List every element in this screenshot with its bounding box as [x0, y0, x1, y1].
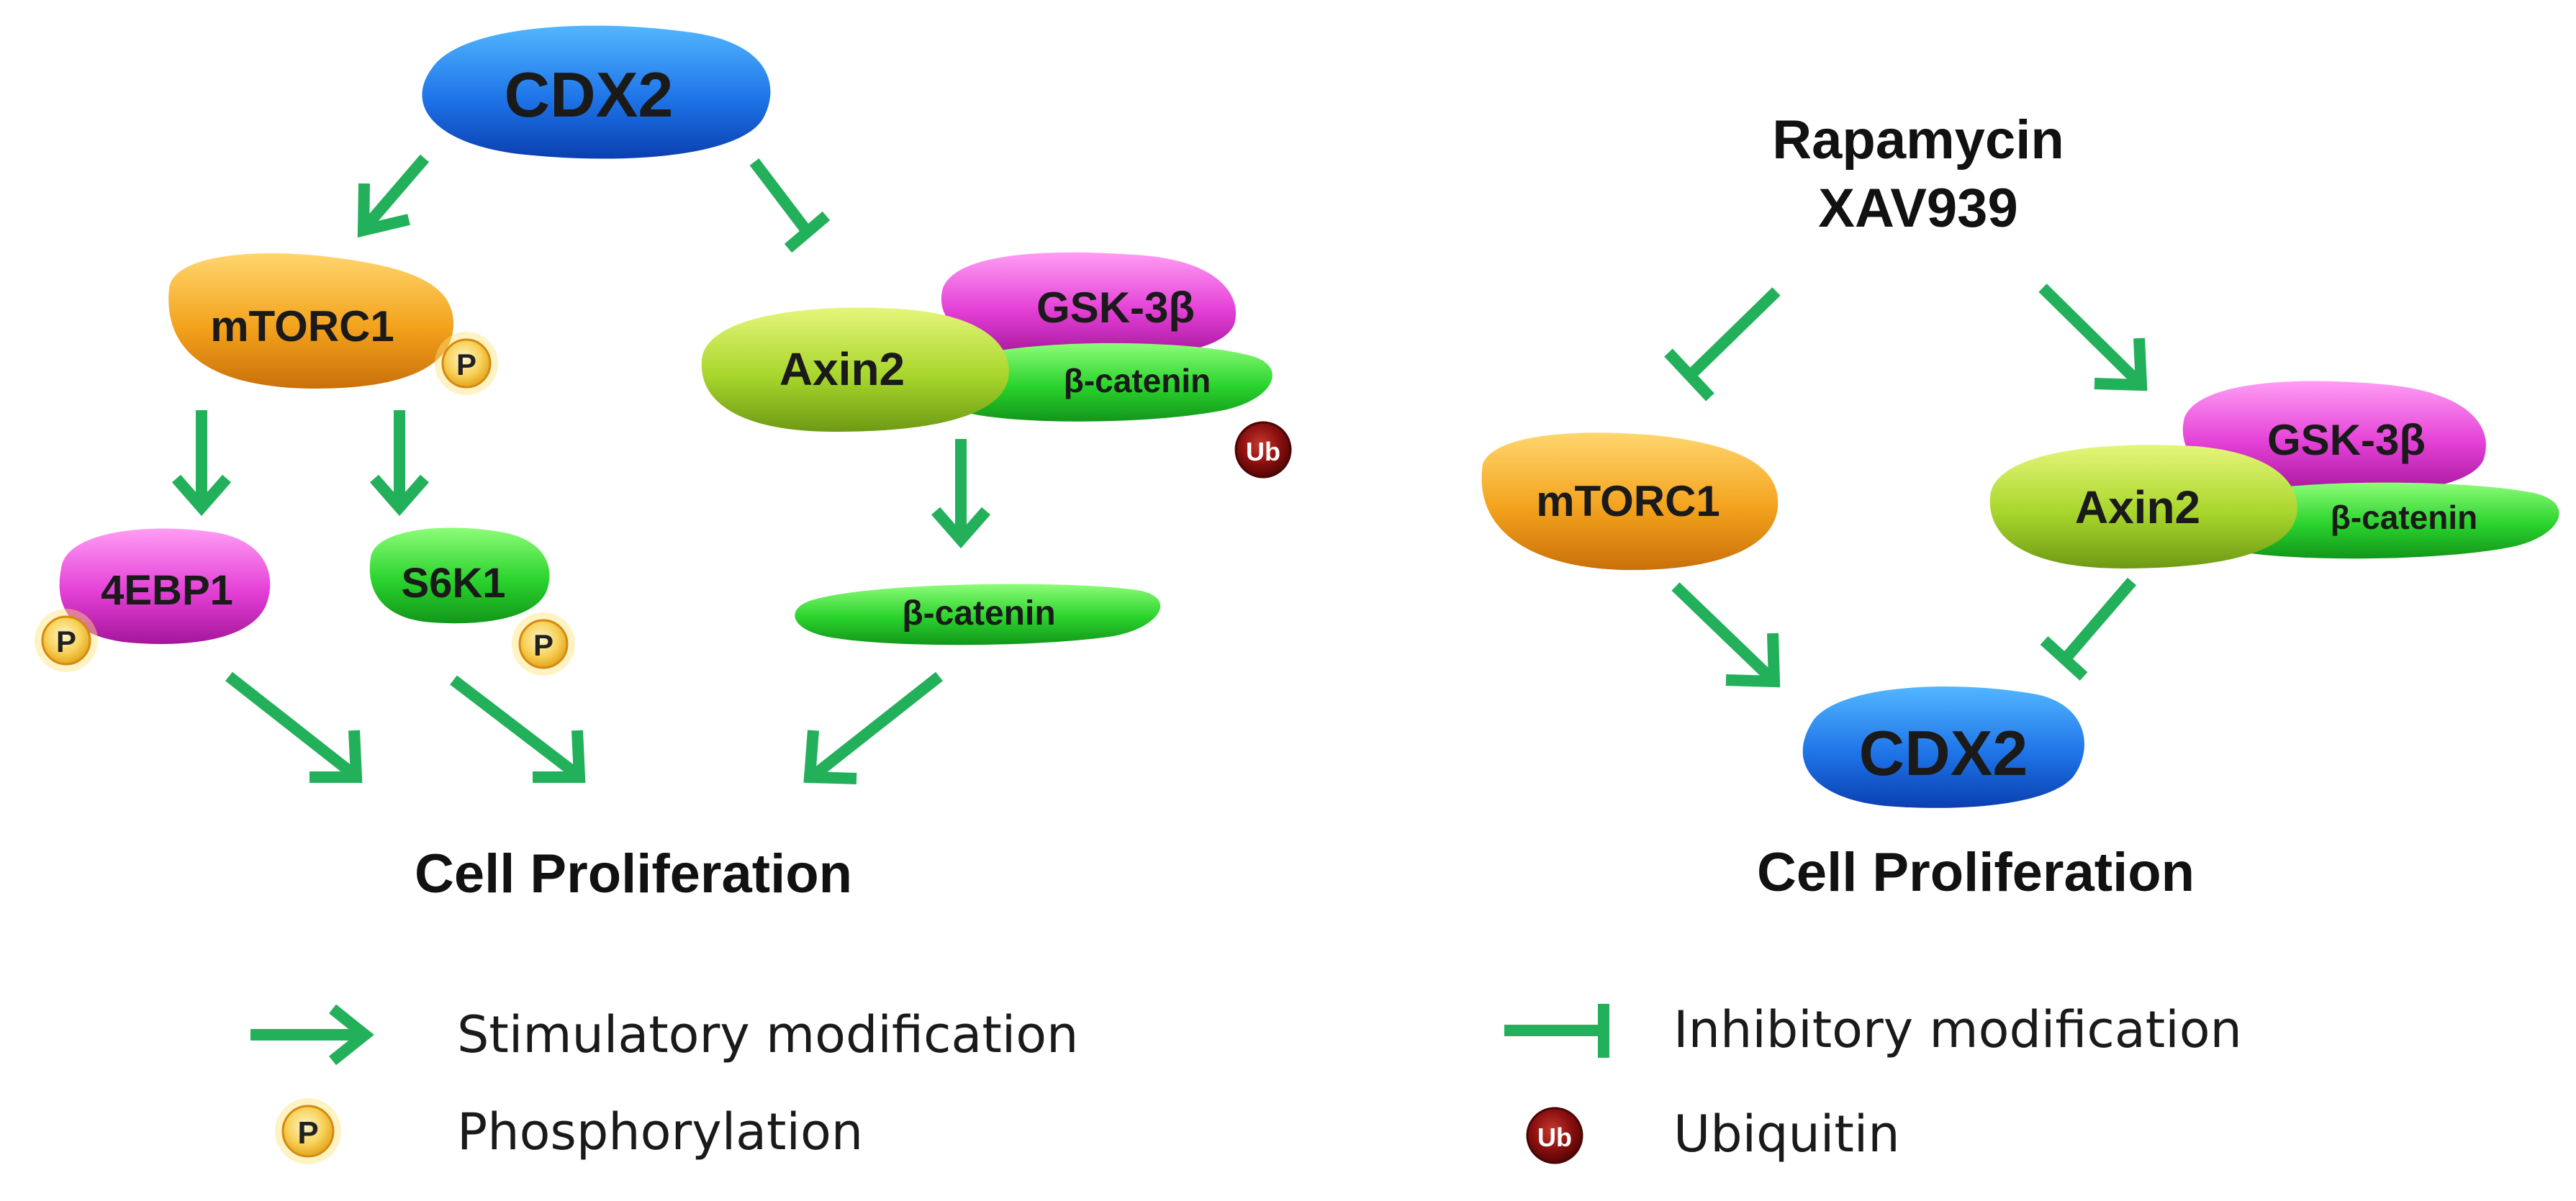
gsk3b-node: GSK-3β: [941, 252, 1237, 358]
inhibit-drugs-mtorc1: [1664, 287, 1781, 402]
cdx2-node: CDX2: [422, 25, 771, 159]
drug-xav939: XAV939: [1818, 178, 2017, 239]
legend-stimulatory: Stimulatory modification: [250, 1004, 1078, 1066]
inhibit-axin2-cdx2: [2040, 577, 2137, 681]
arrow-mtorc1-4ebp1: [171, 410, 232, 517]
mtorc1-node: mTORC1: [168, 253, 453, 389]
arrow-complex-bcatenin: [931, 439, 991, 549]
mtorc1-right-label: mTORC1: [1536, 477, 1720, 525]
gsk3b-right-label: GSK-3β: [2267, 416, 2426, 464]
cdx2-label: CDX2: [505, 59, 674, 130]
arrow-s6k1-proliferation: [450, 675, 586, 783]
arrow-mtorc1-s6k1: [369, 410, 430, 517]
legend-ubiquitin: Ub Ubiquitin: [1526, 1105, 1900, 1164]
arrow-cdx2-mtorc1: [357, 154, 430, 238]
right-cell-proliferation: Cell Proliferation: [1757, 842, 2195, 903]
axin2-right-label: Axin2: [2075, 481, 2200, 533]
phospho-symbol: P: [456, 348, 476, 381]
arrow-drugs-axin2: [2038, 284, 2148, 391]
legend-inhibit-icon: [1504, 1004, 1609, 1058]
axin2-node: Axin2: [701, 307, 1009, 432]
bcatenin-free-label: β-catenin: [902, 594, 1055, 633]
s6k1-label: S6K1: [401, 560, 505, 607]
legend-ubiquitin-icon: Ub: [1526, 1107, 1583, 1164]
bcatenin-free-node: β-catenin: [795, 584, 1161, 645]
legend-phospho-icon: P: [275, 1098, 341, 1164]
legend-arrow-icon: [250, 1004, 374, 1066]
cdx2-node-right: CDX2: [1802, 686, 2084, 808]
phospho-symbol: P: [533, 628, 553, 662]
axin2-label: Axin2: [779, 343, 905, 395]
ub-symbol: Ub: [1246, 437, 1280, 466]
legend-phosphorylation-label: Phosphorylation: [457, 1102, 863, 1161]
legend: Stimulatory modification P Phosphorylati…: [250, 1000, 2242, 1164]
inhibit-cdx2-axin2: [749, 158, 831, 253]
bcatenin-label: β-catenin: [1064, 362, 1211, 399]
arrow-4ebp1-proliferation: [225, 671, 363, 783]
svg-text:Ub: Ub: [1537, 1123, 1572, 1152]
bcatenin-right-label: β-catenin: [2331, 499, 2477, 536]
drug-rapamycin: Rapamycin: [1772, 109, 2064, 171]
axin2-node-right: Axin2: [1989, 445, 2297, 568]
arrow-mtorc1-cdx2: [1671, 582, 1781, 688]
s6k1-node: S6K1: [369, 527, 550, 624]
mtorc1-phospho-badge: P: [435, 332, 498, 395]
legend-inhibitory: Inhibitory modification: [1504, 1000, 2242, 1059]
left-arrows: [171, 154, 991, 784]
gsk3b-label: GSK-3β: [1036, 284, 1195, 332]
legend-stimulatory-label: Stimulatory modification: [457, 1005, 1078, 1064]
phospho-symbol: P: [56, 625, 76, 658]
right-arrows: [1664, 284, 2148, 688]
arrow-bcatenin-proliferation: [803, 671, 943, 784]
bcatenin-complex-node: β-catenin: [941, 343, 1273, 422]
legend-inhibitory-label: Inhibitory modification: [1673, 1000, 2242, 1059]
ubiquitin-badge: Ub: [1234, 421, 1292, 479]
4ebp1-label: 4EBP1: [101, 567, 233, 614]
mtorc1-node-right: mTORC1: [1481, 432, 1779, 571]
svg-text:P: P: [297, 1115, 318, 1151]
cdx2-right-label: CDX2: [1859, 717, 2028, 789]
4ebp1-node: 4EBP1: [59, 528, 271, 644]
mtorc1-label: mTORC1: [210, 302, 394, 350]
left-cell-proliferation: Cell Proliferation: [415, 843, 852, 905]
legend-phosphorylation: P Phosphorylation: [275, 1098, 863, 1164]
s6k1-phospho-badge: P: [512, 612, 575, 676]
legend-ubiquitin-label: Ubiquitin: [1673, 1105, 1900, 1164]
4ebp1-phospho-badge: P: [35, 609, 98, 672]
